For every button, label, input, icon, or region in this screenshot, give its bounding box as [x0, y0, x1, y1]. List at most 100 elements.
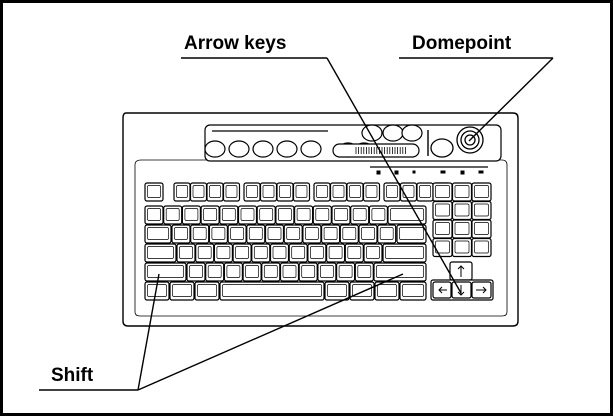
panel-button	[300, 140, 322, 158]
panel-button	[401, 124, 423, 142]
key-cap	[315, 208, 330, 221]
key-cap	[278, 208, 292, 221]
key-cap	[184, 208, 199, 221]
key-cap	[263, 265, 278, 278]
key-cap	[286, 227, 301, 240]
key-cap	[361, 227, 375, 240]
key-cap	[174, 227, 188, 240]
key-cap	[327, 284, 347, 297]
key-cap	[402, 185, 415, 198]
key-cap	[365, 185, 378, 198]
key-cap	[328, 246, 343, 259]
key-cap	[246, 185, 258, 198]
key-cap	[189, 265, 203, 278]
shift-label: Shift	[51, 365, 94, 386]
key-cap	[222, 284, 322, 297]
key-cap	[419, 185, 431, 198]
key-cap	[172, 284, 192, 297]
key-cap	[253, 246, 268, 259]
key-cap	[147, 265, 184, 278]
key-cap	[454, 240, 470, 254]
key-cap	[454, 222, 470, 235]
key-cap	[385, 246, 424, 259]
panel-button	[204, 140, 226, 158]
key-cap	[332, 185, 345, 198]
key-cap	[454, 185, 470, 198]
key-cap	[301, 265, 316, 278]
key-cap	[282, 265, 297, 278]
key-cap	[352, 208, 367, 221]
key-cap	[192, 227, 207, 240]
key-cap	[474, 203, 489, 217]
domepoint-label: Domepoint	[412, 33, 512, 54]
key-cap	[291, 246, 306, 259]
arrow-keys-label: Arrow keys	[184, 33, 287, 54]
key-cap	[240, 208, 255, 221]
key-cap	[310, 246, 324, 259]
key-cap	[435, 185, 450, 198]
key-cap	[279, 185, 291, 198]
key-cap	[147, 227, 169, 240]
control-panel	[204, 124, 502, 162]
key-cap	[221, 208, 236, 221]
key-cap	[402, 284, 424, 297]
arrow-keys-leader	[326, 57, 462, 294]
shift-leader-left	[137, 273, 160, 391]
key-cap	[347, 246, 362, 259]
key-cap	[192, 185, 205, 198]
panel-button	[228, 140, 250, 158]
key-cap	[147, 246, 174, 259]
panel-button	[276, 140, 298, 158]
key-cap	[474, 240, 489, 254]
key-cap	[371, 208, 386, 221]
domepoint-leader	[468, 57, 554, 142]
key-cap	[435, 222, 450, 235]
key-cap	[305, 227, 319, 240]
key-cap	[197, 246, 212, 259]
key-cap	[147, 208, 161, 221]
key-cap	[230, 227, 244, 240]
key-cap	[474, 185, 489, 198]
key-cap	[147, 185, 161, 198]
key-cap	[435, 203, 450, 217]
key-cap	[203, 208, 217, 221]
callout-lines	[39, 57, 554, 391]
key-cap	[296, 208, 311, 221]
key-cap	[379, 227, 394, 240]
key-cap	[248, 227, 263, 240]
key-cap	[267, 227, 282, 240]
key-grid	[144, 182, 492, 301]
key-cap	[211, 227, 226, 240]
panel-button	[382, 124, 404, 142]
key-cap	[349, 185, 361, 198]
key-cap	[320, 265, 334, 278]
key-cap	[366, 246, 380, 259]
key-cap	[176, 185, 188, 198]
panel-button	[361, 124, 383, 142]
key-cap	[216, 246, 231, 259]
key-cap	[165, 208, 180, 221]
key-cap	[376, 265, 424, 278]
panel-button	[252, 140, 274, 158]
key-cap	[338, 265, 353, 278]
key-cap	[295, 185, 308, 198]
key-cap	[377, 284, 397, 297]
key-cap	[225, 185, 238, 198]
key-cap	[323, 227, 338, 240]
key-cap	[474, 222, 489, 235]
key-cap	[357, 265, 372, 278]
key-cap	[245, 265, 259, 278]
key-cap	[386, 185, 398, 198]
key-cap	[226, 265, 241, 278]
key-cap	[342, 227, 357, 240]
key-cap	[235, 246, 249, 259]
key-cap	[262, 185, 275, 198]
key-cap	[454, 203, 470, 217]
key-cap	[272, 246, 287, 259]
key-cap	[259, 208, 274, 221]
key-cap	[197, 284, 217, 297]
key-cap	[207, 265, 222, 278]
key-cap	[399, 227, 424, 240]
